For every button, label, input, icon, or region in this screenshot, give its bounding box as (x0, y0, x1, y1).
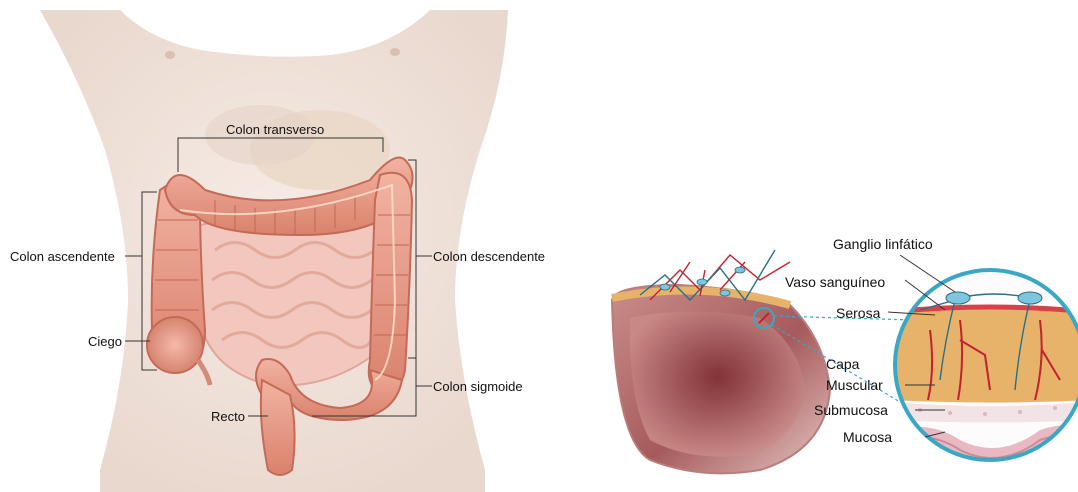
label-muscular: Muscular (826, 377, 883, 393)
label-recto: Recto (211, 409, 245, 424)
cecum (147, 317, 203, 373)
nipple-right (390, 48, 400, 56)
label-colon-sigmoide: Colon sigmoide (433, 379, 523, 394)
label-capa: Capa (826, 356, 859, 372)
label-serosa: Serosa (836, 305, 880, 321)
rectum (261, 380, 295, 475)
label-vaso-sanguineo: Vaso sanguíneo (785, 274, 885, 290)
label-submucosa: Submucosa (814, 402, 888, 418)
label-colon-ascendente: Colon ascendente (10, 249, 115, 264)
label-ganglio-linfatico: Ganglio linfático (833, 236, 933, 252)
small-intestine (195, 215, 386, 386)
descending-colon (369, 173, 412, 393)
label-mucosa: Mucosa (843, 429, 892, 445)
label-colon-transverso: Colon transverso (226, 122, 324, 137)
label-colon-descendente: Colon descendente (433, 249, 545, 264)
nipple-left (165, 51, 175, 59)
label-ciego: Ciego (88, 334, 122, 349)
